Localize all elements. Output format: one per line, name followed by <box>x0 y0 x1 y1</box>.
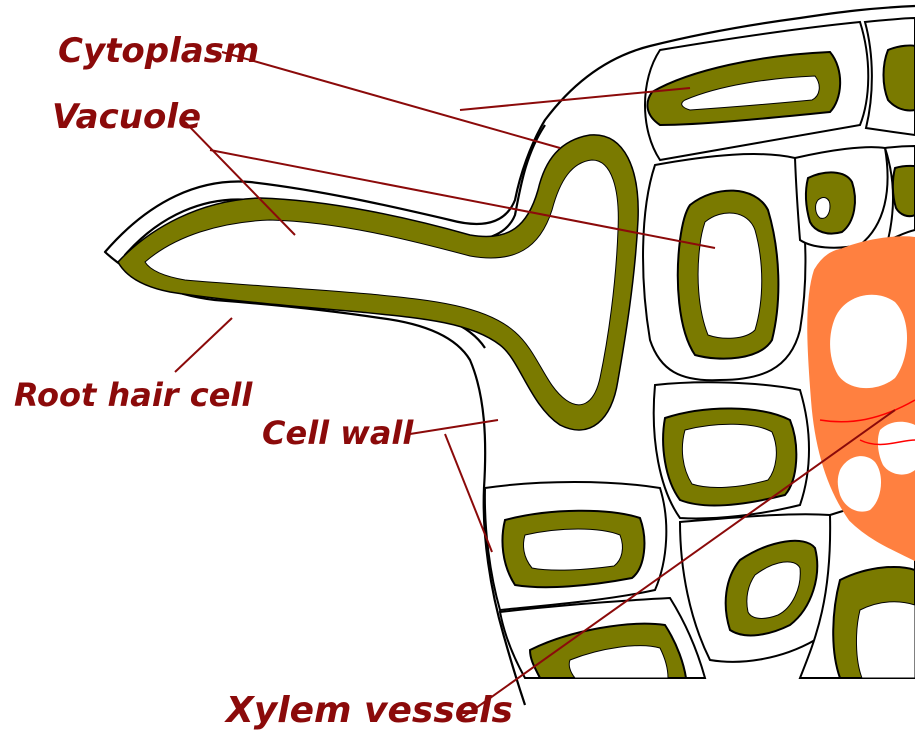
cortex-cell-vacuole <box>856 602 915 678</box>
root-hair-cell-leader <box>175 318 232 372</box>
cortex-cell-cytoplasm <box>806 172 855 233</box>
cortex-cell-vacuole <box>816 198 830 219</box>
xylem-region <box>808 237 915 560</box>
labels: Cytoplasm Vacuole Root hair cell Cell wa… <box>14 31 513 730</box>
xylem-vessel-lumen <box>830 295 907 388</box>
cytoplasm-leader <box>222 52 560 148</box>
label-root-hair-cell: Root hair cell <box>14 376 253 414</box>
label-vacuole: Vacuole <box>52 97 201 137</box>
cortex-cell-vacuole <box>682 424 776 487</box>
cortex-cell-vacuole <box>523 529 622 570</box>
cortex-cell-vacuole <box>698 213 762 338</box>
label-cell-wall: Cell wall <box>262 414 414 452</box>
label-cytoplasm: Cytoplasm <box>58 31 259 71</box>
cortex-cell-cytoplasm <box>884 45 915 110</box>
label-xylem-vessels: Xylem vessels <box>224 690 513 730</box>
cortex-cell-cytoplasm <box>893 166 915 216</box>
